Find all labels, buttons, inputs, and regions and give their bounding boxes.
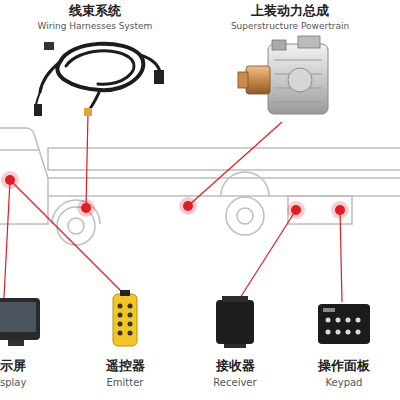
truck-outline-part [48,148,400,170]
component-subtitle: Receiver [135,377,335,389]
powertrain-motor-part [274,60,322,102]
remote-emitter-part [128,331,133,336]
keypad-panel-part [356,330,361,335]
powertrain-motor-part [298,36,320,48]
keypad-panel-part [346,318,351,323]
leader-line-part [188,122,282,206]
keypad-panel-part [356,318,361,323]
location-dot-part [1,171,19,189]
component-title: 上装动力总成 [190,3,390,19]
remote-emitter-part [118,322,123,327]
display-device-part [0,298,40,340]
truck-outline-part [237,208,253,224]
remote-emitter-part [118,313,123,318]
truck-outline-part [0,128,48,224]
keypad-panel [318,304,370,344]
keypad-panel-part [336,318,341,323]
keypad-panel-part [326,330,331,335]
remote-emitter-part [118,331,123,336]
receiver-box-part [222,296,248,302]
component-title: 线束系统 [0,3,195,19]
truck-outline-part [48,178,400,196]
powertrain-motor-part [238,72,248,88]
keypad-panel-part [326,318,331,323]
component-title: 接收器 [135,358,335,374]
leader-line-part [240,210,296,298]
wiring-harness-part [34,104,42,116]
wiring-harness-part [57,44,143,90]
powertrain-motor-part [268,44,328,114]
wiring-harness-part [84,108,92,116]
wiring-harness-part [36,92,40,106]
wiring-harness-part [44,42,54,50]
leader-line-part [340,210,342,302]
remote-emitter-part [128,322,133,327]
keypad-panel-part [318,304,370,344]
truck-outline-part [68,218,84,234]
leader-line-part [10,180,122,292]
component-subtitle: splay [0,377,26,389]
receiver-box [216,296,254,348]
location-dot-part [287,201,305,219]
keypad-panel-part [346,330,351,335]
component-subtitle: Superstructure Powertrain [190,21,390,32]
display-device-part [0,302,36,332]
powertrain-motor-part [246,66,270,94]
truck-outline-part [221,172,269,196]
truck-outline-part [0,149,40,151]
remote-emitter-part [120,290,130,296]
component-title: 示屏 [0,358,26,374]
location-dot-part [5,175,15,185]
location-dot-part [81,203,91,213]
keypad-panel-part [323,308,335,312]
location-dot-part [331,201,349,219]
remote-emitter-part [113,294,137,346]
remote-emitter-part [118,304,123,309]
leader-line [4,112,342,302]
component-subtitle: Emitter [25,377,225,389]
keypad-panel-part [336,330,341,335]
component-title: 操作面板 [244,358,400,374]
component-subtitle: Wiring Harnesses System [0,21,195,32]
location-dot-part [335,205,345,215]
receiver-box-part [216,300,254,344]
location-dot-part [77,199,95,217]
powertrain-motor [238,36,328,114]
location-dot-part [183,201,193,211]
leader-line-part [86,112,88,208]
truck-outline-part [288,196,352,224]
remote-emitter-part [128,313,133,318]
location-dot [1,171,349,219]
wiring-harness-part [140,55,160,72]
truck-outline-part [52,200,100,224]
display-device-part [8,340,24,346]
powertrain-motor-part [288,68,312,92]
remote-emitter-part [128,304,133,309]
wiring-harness-part [40,62,60,92]
powertrain-motor-part [272,40,286,50]
wiring-harness [34,42,164,116]
leader-line-part [4,180,10,298]
component-subtitle: Keypad [244,377,400,389]
receiver-box-part [224,344,246,348]
location-dot-part [179,197,197,215]
display-device [0,298,40,346]
remote-emitter [113,290,137,346]
component-title: 遥控器 [25,358,225,374]
wiring-harness-part [154,70,164,84]
location-dot-part [291,205,301,215]
wiring-harness-part [66,51,134,84]
truck-outline-part [226,197,264,235]
